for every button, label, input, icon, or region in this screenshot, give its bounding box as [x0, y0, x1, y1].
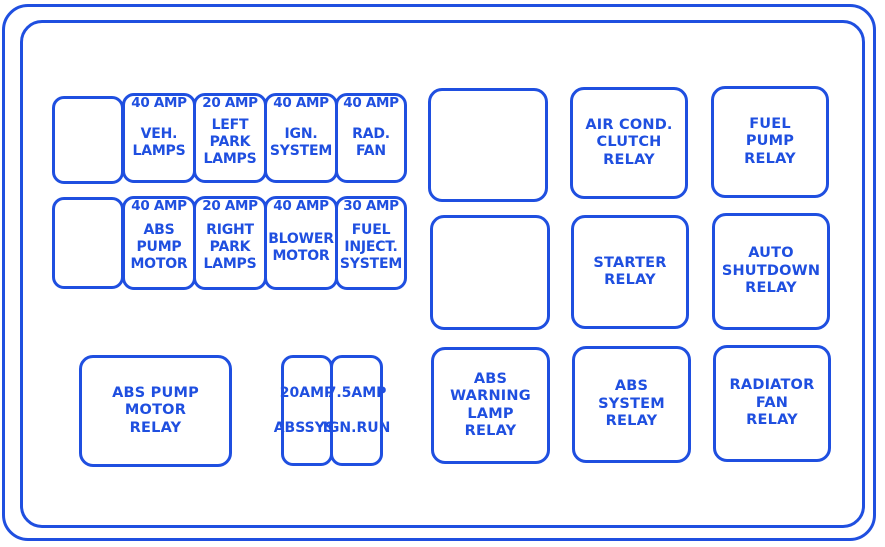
relay-abs-pump-motor: ABS PUMP MOTOR RELAY [79, 355, 232, 467]
relay-label-line: SHUTDOWN [721, 262, 821, 279]
fuse-name-line: ABS [143, 222, 175, 238]
relay-label-line: STARTER [593, 254, 667, 271]
relay-label-line: AIR COND. [585, 116, 673, 133]
fuse-name-line: SYSTEM [339, 256, 403, 272]
relay-label-line: RELAY [464, 423, 517, 439]
relay-label-line: RELAY [604, 272, 656, 288]
relay-air-cond-clutch: AIR COND. CLUTCH RELAY [570, 87, 688, 199]
relay-label-line: RELAY [129, 419, 182, 436]
empty-slot-row1 [52, 96, 124, 184]
fuse-name-line: PUMP [136, 239, 182, 255]
relay-label-line: LAMP [467, 405, 514, 422]
fuse-amp-label: 20 AMP [202, 198, 258, 214]
fuse-amp-line: AMP [299, 384, 335, 401]
relay-label-line: RELAY [745, 280, 797, 297]
relay-label-line: FAN [755, 394, 789, 411]
fuse-name-line: LAMPS [132, 142, 186, 159]
fuse-name-line: LAMPS [203, 256, 257, 272]
fuse-amp-label: 40 AMP [343, 95, 399, 111]
relay-label-line: ABS [473, 370, 508, 387]
relay-label-line: AUTO [748, 245, 794, 262]
fuse-name-line: BLOWER [268, 230, 334, 247]
fuse-name-line: RUN [356, 419, 391, 436]
fuse-amp-label: 30 AMP [343, 198, 399, 214]
relay-label-line: RELAY [744, 150, 796, 167]
fuse-name-line: IGN. [284, 125, 318, 142]
relay-label-line: ABS PUMP [112, 384, 199, 401]
fuse-name-line: LEFT [211, 117, 249, 133]
fuse-veh-lamps: 40 AMP VEH.LAMPS [122, 93, 196, 183]
empty-relay-slot-middle [430, 215, 550, 330]
fuse-amp-line: 20 [279, 384, 300, 401]
fuse-rad-fan: 40 AMP RAD.FAN [335, 93, 407, 183]
relay-label-line: ABS [614, 378, 649, 395]
fuse-name-line: PARK [209, 134, 251, 150]
fuse-ign-run: 7.5AMP IGN.RUN [323, 355, 390, 466]
relay-radiator-fan: RADIATOR FAN RELAY [713, 345, 831, 462]
fuse-abs-sys: 20AMP ABSSYS. [274, 355, 340, 466]
relay-label-line: FUEL [749, 115, 791, 132]
fuse-name-line: PARK [209, 239, 251, 255]
fuse-amp-line: 7.5 [326, 384, 352, 401]
fuse-name-line: VEH. [140, 125, 178, 142]
fuse-name-line: MOTOR [130, 256, 188, 272]
relay-label-line: MOTOR [124, 402, 187, 419]
relay-label-line: RADIATOR [729, 377, 815, 394]
fuse-name-line: MOTOR [272, 247, 330, 264]
fuse-amp-label: 40 AMP [273, 95, 329, 111]
fuse-amp-label: 40 AMP [131, 198, 187, 214]
relay-label-line: SYSTEM [598, 395, 665, 412]
fuse-name-line: FUEL [351, 222, 391, 238]
fuse-amp-label: 40 AMP [273, 198, 329, 214]
relay-label-line: WARNING [450, 388, 531, 404]
fuse-box-inner-frame [20, 20, 865, 528]
relay-starter: STARTER RELAY [571, 215, 689, 329]
relay-label-line: RELAY [746, 412, 798, 429]
fuse-name-line: INJECT. [344, 239, 398, 255]
relay-label-line: PUMP [745, 133, 795, 150]
fuse-name-line: IGN. [322, 419, 357, 436]
fuse-name-line: SYSTEM [269, 142, 333, 159]
fuse-box-outer-frame [2, 4, 876, 541]
relay-abs-system: ABS SYSTEM RELAY [572, 346, 691, 463]
fuse-name-line: RIGHT [206, 222, 254, 238]
relay-fuel-pump: FUEL PUMP RELAY [711, 86, 829, 198]
fuse-name-line: LAMPS [203, 151, 257, 167]
fuse-amp-label: 20 AMP [202, 95, 258, 111]
empty-slot-row2 [52, 197, 124, 289]
fuse-name-line: RAD. [352, 125, 390, 142]
relay-label-line: RELAY [603, 151, 655, 168]
fuse-name-line: FAN [356, 142, 386, 159]
relay-label-line: CLUTCH [596, 134, 662, 151]
empty-relay-slot-top [428, 88, 548, 202]
relay-auto-shutdown: AUTO SHUTDOWN RELAY [712, 213, 830, 330]
relay-abs-warning-lamp: ABS WARNING LAMP RELAY [431, 347, 550, 464]
fuse-ign-system: 40 AMP IGN.SYSTEM [264, 93, 338, 183]
fuse-amp-line: AMP [351, 384, 387, 401]
relay-label-line: RELAY [605, 413, 658, 430]
fuse-amp-label: 40 AMP [131, 95, 187, 111]
fuse-name-line: ABS [273, 419, 305, 436]
